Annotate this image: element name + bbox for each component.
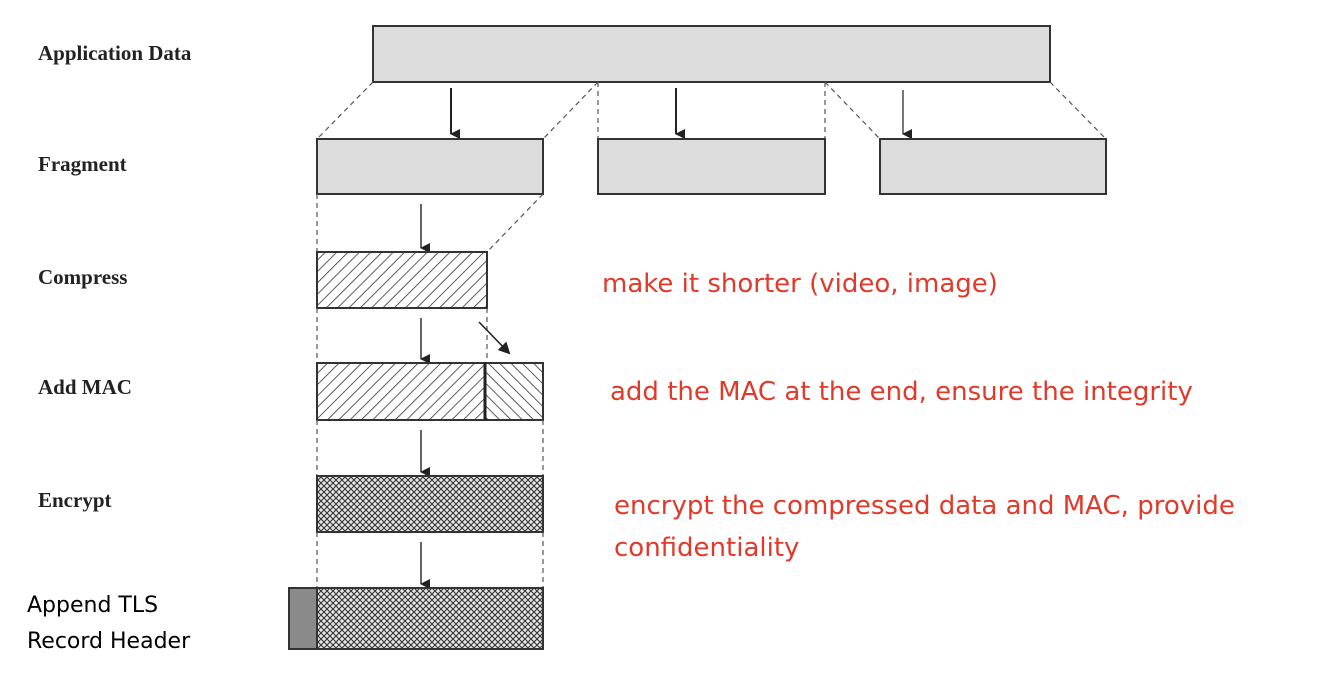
note-encrypt-line1: encrypt the compressed data and MAC, pro… xyxy=(614,491,1235,521)
mac-guides xyxy=(316,308,488,363)
compress-guides xyxy=(316,193,544,253)
compressed-block xyxy=(316,251,488,309)
note-add-mac: add the MAC at the end, ensure the integ… xyxy=(610,377,1193,407)
encrypt-guides xyxy=(316,420,544,476)
header-guides xyxy=(316,532,544,588)
label-application-data: Application Data xyxy=(38,41,192,65)
note-encrypt-line2: confidentiality xyxy=(614,533,799,563)
fragment-block-3 xyxy=(879,138,1107,195)
label-fragment: Fragment xyxy=(38,152,127,176)
note-compress: make it shorter (video, image) xyxy=(602,269,998,299)
tls-record-header-block xyxy=(288,587,318,650)
fragment-guides xyxy=(316,81,1107,140)
label-add-mac: Add MAC xyxy=(38,375,132,399)
fragment-block-1 xyxy=(316,138,544,195)
mac-data-block xyxy=(316,362,486,421)
label-compress: Compress xyxy=(38,265,127,289)
arrow-to-mac-field xyxy=(478,321,511,355)
label-encrypt: Encrypt xyxy=(38,488,112,512)
mac-field-block xyxy=(484,362,544,421)
label-append-header-line2: Record Header xyxy=(27,629,191,654)
application-data-block xyxy=(372,25,1051,83)
encrypted-block xyxy=(316,475,544,533)
fragment-block-2 xyxy=(597,138,826,195)
label-append-header-line1: Append TLS xyxy=(27,593,158,618)
tls-record-payload-block xyxy=(316,587,544,650)
